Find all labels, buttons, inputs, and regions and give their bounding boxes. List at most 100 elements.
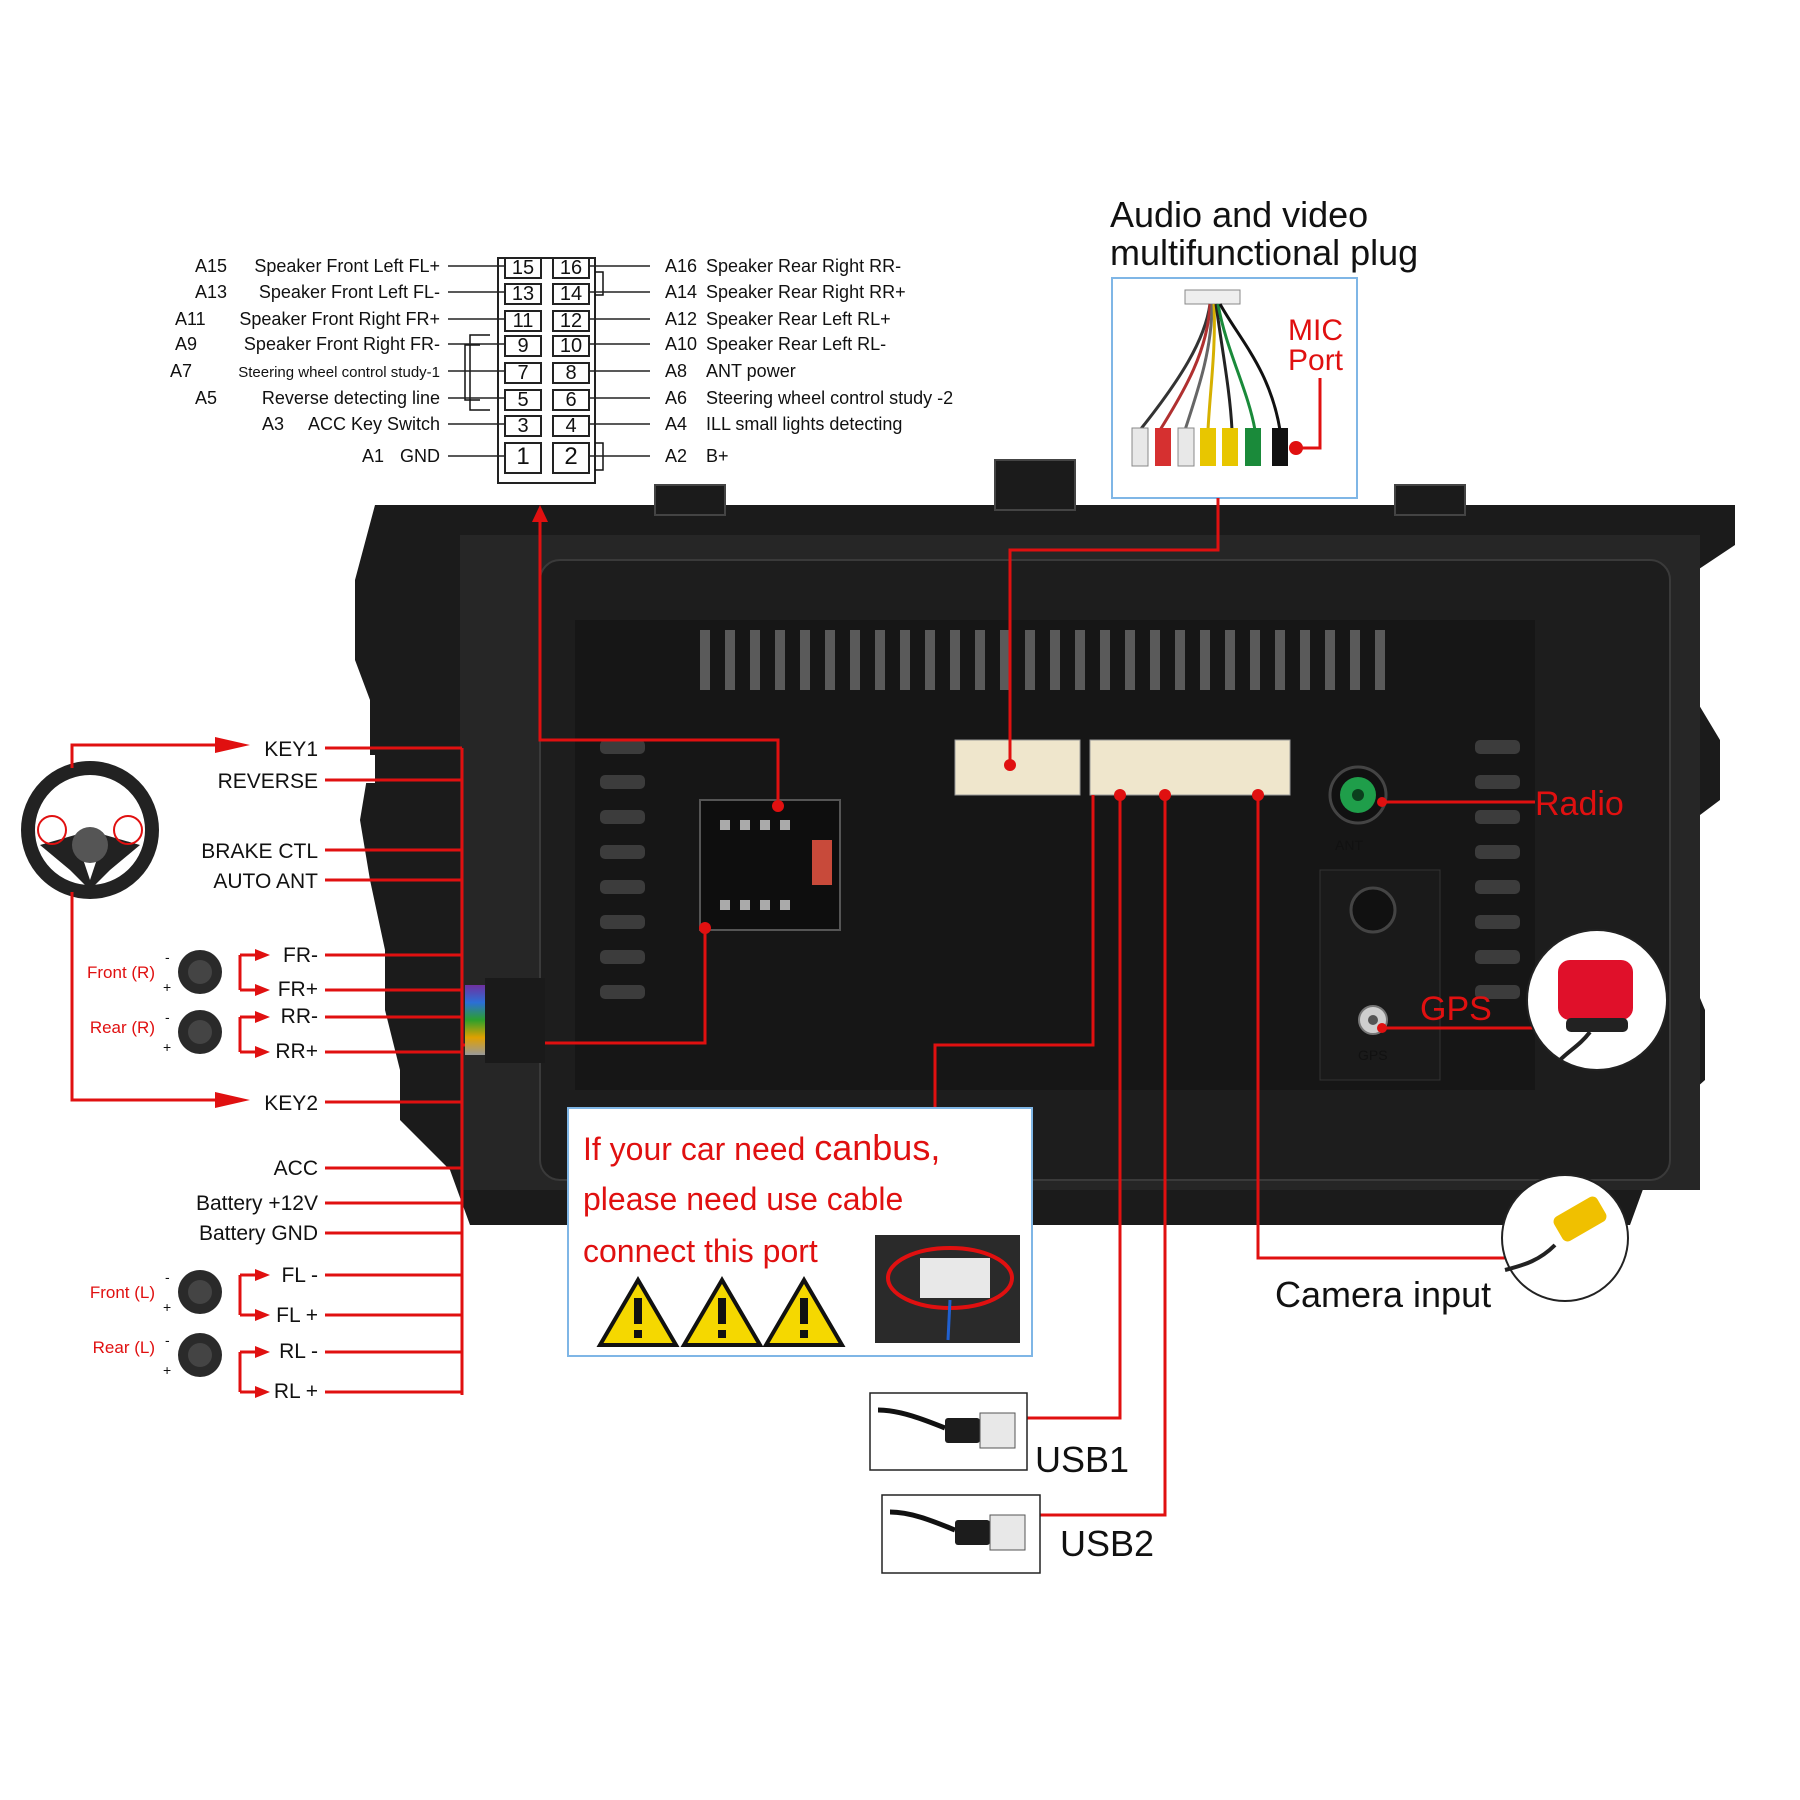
pin-label-left: Speaker Front Right FR- [244,334,440,354]
pin-box [504,283,542,305]
pin-number: 10 [560,335,582,357]
pin-box [552,335,590,357]
pin-label-left: Speaker Front Left FL- [259,282,440,302]
pin-code-right: A16 [665,256,697,276]
pin-number: 8 [565,362,576,384]
head-unit: ANT GPS [340,459,1765,1225]
pin-box [504,442,542,474]
pin-number: 11 [513,310,534,332]
speaker-plus-sign: + [163,1039,171,1055]
pin-code-left: A7 [170,361,192,381]
radio-label: Radio [1535,785,1624,823]
pin-code-left: A13 [195,282,227,302]
canbus-port-photo [875,1235,1020,1343]
key1-label: KEY1 [264,738,318,761]
fl-minus-label: FL - [281,1264,318,1287]
pin-label-right: B+ [706,446,729,466]
pin-number: 1 [516,443,529,470]
pin-box [504,257,542,279]
pin-box [552,362,590,384]
speaker-minus-sign: - [165,1332,170,1348]
gps-port-text: GPS [1358,1047,1388,1063]
acc-label: ACC [274,1157,318,1180]
rr-plus-label: RR+ [275,1040,318,1063]
usb1-label: USB1 [1035,1439,1129,1480]
reverse-label: REVERSE [218,770,318,793]
pin-code-left: A15 [195,256,227,276]
pin-code-right: A2 [665,446,687,466]
pin-code-right: A8 [665,361,687,381]
speaker-minus-sign: - [165,949,170,965]
front-r-label: Front (R) [87,963,155,982]
pin-code-left: A11 [175,309,206,329]
fr-plus-label: FR+ [278,978,318,1001]
pin-number: 9 [517,335,528,357]
speaker-plus-sign: + [163,1362,171,1378]
speaker-rear-right-icon [178,1010,222,1054]
pin-label-right: Speaker Rear Right RR+ [706,282,906,302]
speaker-minus-sign: - [165,1269,170,1285]
pin-label-right: Speaker Rear Left RL+ [706,309,891,329]
pin-box [504,389,542,411]
ant-port-text: ANT [1335,837,1363,853]
steering-wheel-icon [21,761,159,899]
pin-box [552,442,590,474]
canbus-note-line3: connect this port [583,1233,818,1269]
pin-number: 7 [517,362,528,384]
pin-number: 5 [517,389,528,411]
front-l-label: Front (L) [90,1283,155,1302]
pin-code-right: A14 [665,282,697,302]
key2-label: KEY2 [264,1092,318,1115]
pin-label-left: Speaker Front Right FR+ [239,309,440,329]
usb1-cable-icon [869,1392,1028,1471]
camera-rca-icon [1501,1174,1629,1302]
pin-code-left: A5 [195,388,217,408]
warning-icon [762,1276,846,1347]
pin-number: 3 [517,415,528,437]
pin-label-right: Speaker Rear Right RR- [706,256,901,276]
pin-code-left: A9 [175,334,197,354]
usb2-cable-icon [881,1494,1041,1574]
rr-minus-label: RR- [281,1005,318,1028]
pin-number: 12 [560,310,582,332]
pin-label-right: ANT power [706,361,796,381]
auto-ant-label: AUTO ANT [213,870,318,893]
battery-12v-label: Battery +12V [196,1192,318,1215]
pin-code-right: A4 [665,414,687,434]
pin-number: 13 [512,283,534,305]
pin-label-right: ILL small lights detecting [706,414,902,434]
warning-icon [680,1276,764,1347]
pin-code-right: A10 [665,334,697,354]
pin-box [504,335,542,357]
av-connector [954,739,1081,796]
pin-label-left: ACC Key Switch [308,414,440,434]
pin-code-right: A12 [665,309,697,329]
usb2-label: USB2 [1060,1523,1154,1564]
pin-box [552,415,590,437]
rl-plus-label: RL + [274,1380,318,1403]
av-plug-title-line1: Audio and video [1110,194,1368,235]
usb-camera-connector [1089,739,1291,796]
camera-input-label: Camera input [1275,1274,1491,1315]
pin-number: 15 [512,257,534,279]
gps-antenna-icon [1526,929,1668,1071]
pin-label-left: Speaker Front Left FL+ [254,256,440,276]
canbus-note-line2: please need use cable [583,1181,903,1217]
pin-code-left: A3 [262,414,284,434]
pin-label-right: Steering wheel control study -2 [706,388,953,408]
pin-box [504,415,542,437]
fr-minus-label: FR- [283,944,318,967]
pin-code-left: A1 [362,446,384,466]
rear-l-label: Rear (L) [93,1338,155,1357]
fl-plus-label: FL + [276,1304,318,1327]
canbus-note: If your car need canbus, please need use… [567,1107,1033,1357]
speaker-plus-sign: + [163,1299,171,1315]
harness-wires [325,746,711,1395]
pin-box [552,257,590,279]
av-plug-section: Audio and video multifunctional plug MIC… [1004,194,1418,771]
pin-label-left: Reverse detecting line [262,388,440,408]
speaker-plus-sign: + [163,979,171,995]
vent-grille [700,630,1385,690]
